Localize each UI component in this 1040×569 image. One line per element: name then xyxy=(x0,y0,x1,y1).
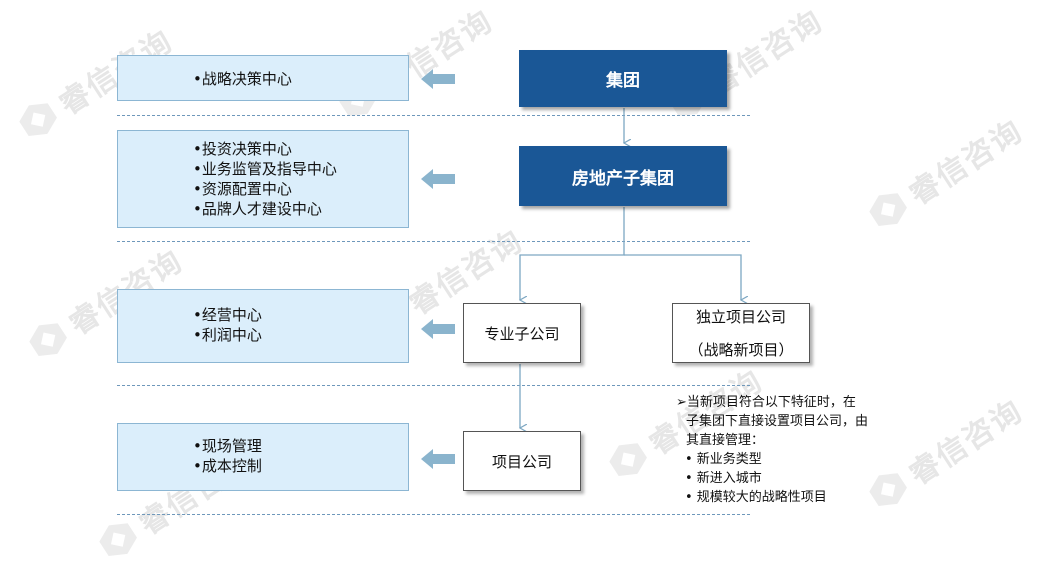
left-arrow-icon xyxy=(421,449,455,469)
role-item: •成本控制 xyxy=(193,457,262,475)
role-item: •经营中心 xyxy=(193,306,262,324)
note-line: 其直接管理： xyxy=(686,433,765,448)
note-line: ➢当新项目符合以下特征时，在 xyxy=(676,395,856,410)
role-item: •投资决策中心 xyxy=(193,140,292,158)
org-box-group: 集团 xyxy=(519,50,727,107)
note-bullet: • 新进入城市 xyxy=(685,471,762,486)
note-block: ➢当新项目符合以下特征时，在 子集团下直接设置项目公司，由 其直接管理： • 新… xyxy=(676,393,868,507)
connector-real-estate-to-independent xyxy=(624,254,741,300)
left-arrow-icon xyxy=(421,69,455,89)
org-box-real-estate-group: 房地产子集团 xyxy=(519,146,727,206)
level-separator xyxy=(117,514,750,515)
org-box-label: 专业子公司 xyxy=(484,324,560,343)
role-item: •资源配置中心 xyxy=(193,180,292,198)
note-line: 子集团下直接设置项目公司，由 xyxy=(686,414,869,429)
role-box-real-estate-group: •投资决策中心 •业务监管及指导中心 •资源配置中心 •品牌人才建设中心 xyxy=(117,130,409,228)
role-box-group: •战略决策中心 xyxy=(117,55,409,101)
role-item: •业务监管及指导中心 xyxy=(193,160,337,178)
note-bullet: • 新业务类型 xyxy=(685,452,762,467)
org-box-label: 独立项目公司 xyxy=(695,308,786,326)
role-item: •品牌人才建设中心 xyxy=(193,200,322,218)
org-box-specialized-subsidiary: 专业子公司 xyxy=(463,303,581,363)
org-box-label: 项目公司 xyxy=(491,452,552,471)
note-bullet: • 规模较大的战略性项目 xyxy=(685,490,827,505)
org-box-label: 房地产子集团 xyxy=(572,168,674,189)
role-item: •战略决策中心 xyxy=(193,70,292,88)
connector-real-estate-to-subsidiary xyxy=(520,207,625,300)
role-box-subsidiary: •经营中心 •利润中心 xyxy=(117,289,409,363)
role-item: •现场管理 xyxy=(193,437,262,455)
org-box-project-company: 项目公司 xyxy=(463,431,581,491)
role-box-project-company: •现场管理 •成本控制 xyxy=(117,423,409,491)
left-arrow-icon xyxy=(421,319,455,339)
org-box-sublabel: （战略新项目） xyxy=(688,341,794,359)
org-box-independent-project-company: 独立项目公司 （战略新项目） xyxy=(672,303,810,363)
left-arrow-icon xyxy=(421,169,455,189)
level-separator xyxy=(117,115,750,116)
level-separator xyxy=(117,385,750,386)
role-item: •利润中心 xyxy=(193,326,262,344)
org-box-label: 集团 xyxy=(606,71,640,91)
level-separator xyxy=(117,241,750,242)
